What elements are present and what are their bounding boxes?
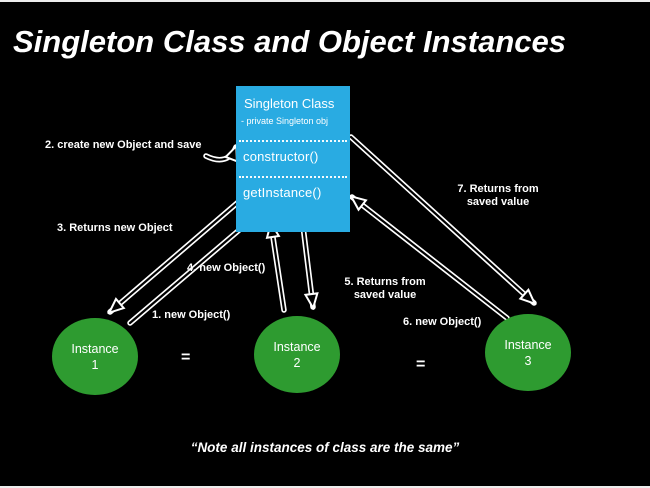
arrow-step3-returns-new-object (107, 195, 246, 315)
class-box-divider (239, 176, 347, 178)
class-box-title: Singleton Class (244, 96, 335, 111)
instance-3-number: 3 (524, 353, 532, 368)
arrow-label-step1: 1. new Object() (152, 309, 231, 321)
footer-note: “Note all instances of class are the sam… (190, 440, 460, 455)
arrow-label-step3: 3. Returns new Object (57, 222, 173, 234)
equals-sign-1: = (181, 349, 191, 366)
arrow-step2-create-and-save (203, 147, 239, 160)
class-box-getinstance: getInstance() (243, 185, 322, 200)
class-box-attribute: - private Singleton obj (241, 116, 329, 126)
arrow-label-step6: 6. new Object() (403, 316, 482, 328)
arrow-label-step4: 4. new Object() (187, 262, 266, 274)
arrow-label-step5: 5. Returns from saved value (344, 276, 426, 301)
instance-1-number: 1 (91, 357, 99, 372)
equals-sign-2: = (416, 356, 426, 373)
arrow-label-step2: 2. create new Object and save (45, 139, 202, 151)
instance-2-number: 2 (293, 355, 301, 370)
arrow-label-step7: 7. Returns from saved value (457, 183, 539, 208)
instance-2-label: Instance (273, 339, 321, 354)
instance-3-ellipse: Instance 3 (485, 314, 571, 391)
slide-border-top (0, 0, 650, 2)
arrow-step5-returns-saved-value (300, 223, 313, 307)
arrow-step4-new-object (271, 224, 287, 313)
class-box-divider (239, 140, 347, 142)
instance-1-label: Instance (71, 341, 119, 356)
singleton-class-box: Singleton Class - private Singleton obj … (236, 86, 350, 232)
class-box-constructor: constructor() (243, 149, 319, 164)
instance-1-ellipse: Instance 1 (52, 318, 138, 395)
instance-3-label: Instance (504, 337, 552, 352)
instance-2-ellipse: Instance 2 (254, 316, 340, 393)
slide-border-bottom (0, 486, 650, 488)
slide-title: Singleton Class and Object Instances (13, 24, 566, 59)
